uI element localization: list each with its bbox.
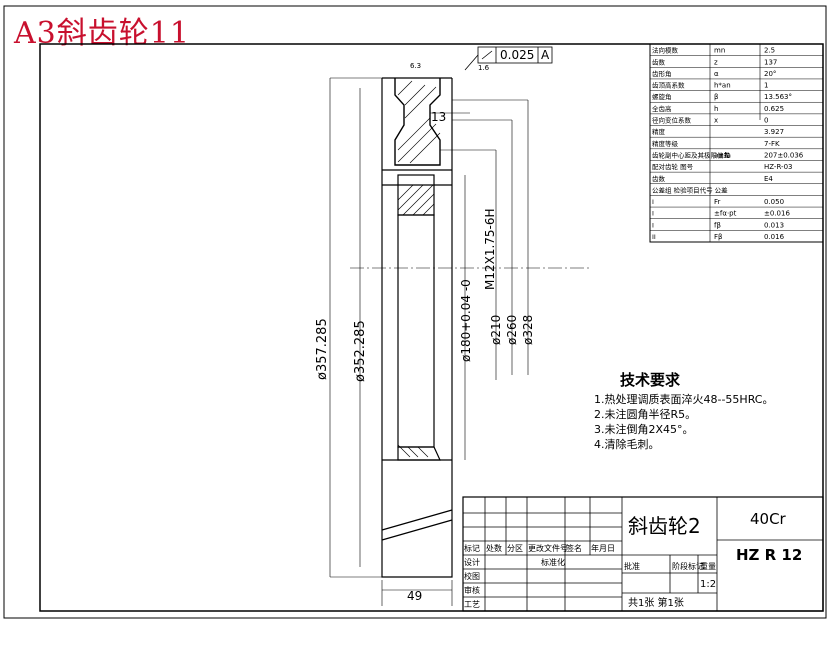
param-name: 齿轮副中心距及其极限偏差	[652, 150, 731, 159]
tolerance-frame	[464, 46, 553, 71]
param-sym: h*an	[714, 82, 731, 90]
title-block-label: 分区	[507, 544, 523, 553]
param-name: 配对齿轮 图号	[652, 162, 694, 171]
param-val: 7-FK	[764, 140, 780, 148]
title-block-label: 校图	[464, 571, 480, 581]
param-sym: α	[714, 70, 719, 78]
dim-thread: M12X1.75-6H	[483, 208, 497, 290]
dim-d2: ø352.285	[353, 320, 368, 382]
tech-item: 2.未注圆角半径R5。	[594, 408, 697, 421]
param-name: I	[652, 221, 654, 229]
param-val: 20°	[764, 70, 776, 78]
title-block-label: 设计	[464, 557, 480, 567]
title-block-labels: 标记处数分区更改文件号签名年月日设计 标准化校图审核工艺 批准 阶段标记重量	[464, 543, 716, 609]
title-block-label: 签名	[566, 543, 582, 553]
drawing-number: HZ R 12	[736, 546, 802, 564]
param-val: E4	[764, 175, 773, 183]
param-name: 法向模数	[652, 46, 679, 55]
title-block-label: 批准	[624, 561, 640, 571]
param-name: 齿顶高系数	[652, 81, 685, 90]
title-block-label: 标记	[464, 543, 480, 553]
dim-d6: ø328	[521, 315, 535, 345]
param-sym: Fr	[714, 198, 721, 206]
param-val: 3.927	[764, 128, 784, 136]
param-val: 137	[764, 58, 777, 66]
param-name: 精度	[652, 127, 666, 136]
dim-d1: ø357.285	[315, 318, 330, 380]
title-block-label: 处数	[486, 543, 502, 553]
section-hatching	[397, 80, 441, 458]
param-sym: a±fa	[714, 151, 731, 159]
param-val: 2.5	[764, 47, 775, 55]
param-val: 13.563°	[764, 93, 792, 101]
param-name: 齿数	[652, 57, 666, 66]
inner-frame	[39, 43, 824, 612]
scale: 1:2	[700, 579, 716, 590]
param-name: I	[652, 198, 654, 206]
title-block-label: 标准化	[541, 557, 565, 567]
title-block-label: 审核	[464, 585, 480, 595]
tech-heading: 技术要求	[620, 371, 681, 389]
gear-section	[381, 77, 453, 578]
material: 40Cr	[750, 510, 787, 528]
param-sym: x	[714, 117, 718, 125]
param-sym: z	[714, 58, 718, 66]
part-name: 斜齿轮2	[628, 514, 701, 538]
tech-item: 4.清除毛刺。	[594, 438, 660, 451]
param-name: 全齿高	[652, 104, 672, 113]
param-val: 1	[764, 82, 768, 90]
param-name: 齿形角	[652, 69, 672, 78]
param-rows: 法向模数 mn 2.5 齿数 z 137 齿形角 α 20° 齿顶高系数 h*an 1 螺旋角 β 13.5…	[650, 46, 823, 243]
param-val: 207±0.036	[764, 151, 804, 159]
param-name: I	[652, 210, 654, 218]
title-block	[462, 496, 824, 612]
param-sym: Fβ	[714, 233, 723, 241]
param-name: 公差组 检验项目代号 公差	[652, 185, 728, 194]
param-val: HZ-R-03	[764, 163, 792, 171]
dimension-lines	[329, 77, 529, 606]
title-block-label: 重量	[700, 561, 716, 571]
tech-item: 3.未注倒角2X45°。	[594, 423, 694, 436]
title-block-label: 阶段标记	[672, 561, 704, 571]
dim-d4: ø210	[489, 315, 503, 345]
technical-requirements: 技术要求 1.热处理调质表面淬火48--55HRC。 2.未注圆角半径R5。 3…	[594, 373, 773, 452]
sheets: 共1张 第1张	[628, 596, 684, 609]
dim-d5: ø260	[505, 315, 519, 345]
param-name: 精度等级	[652, 139, 679, 148]
tolerance-datum: A	[541, 48, 550, 62]
drawing-title: A3斜齿轮11	[14, 16, 190, 51]
param-val: ±0.016	[764, 210, 790, 218]
dim-d3: ø180+0.04 -0	[459, 279, 473, 362]
param-name: II	[652, 233, 656, 241]
roughness-top: 6.3	[410, 62, 421, 70]
param-val: 0	[764, 117, 768, 125]
param-val: 0.013	[764, 221, 784, 229]
title-block-label: 工艺	[464, 600, 480, 609]
param-sym: h	[714, 105, 718, 113]
dim-rim: 13	[431, 110, 446, 124]
param-name: 螺旋角	[652, 92, 672, 101]
param-name: 齿数	[652, 174, 666, 183]
param-sym: fβ	[714, 221, 721, 229]
param-val: 0.016	[764, 233, 785, 241]
param-val: 0.050	[764, 198, 784, 206]
tolerance-value: 0.025	[500, 48, 534, 62]
roughness-mid: 1.6	[478, 64, 490, 72]
param-val: 0.625	[764, 105, 784, 113]
title-block-label: 更改文件号	[528, 543, 568, 553]
title-block-label: 年月日	[591, 543, 615, 553]
outer-frame	[3, 5, 827, 619]
param-name: 径向变位系数	[652, 116, 692, 125]
tech-item: 1.热处理调质表面淬火48--55HRC。	[594, 393, 774, 406]
param-sym: β	[714, 93, 718, 101]
dim-width: 49	[407, 589, 422, 603]
param-sym: mn	[714, 47, 725, 55]
param-sym: ±fα·pt	[714, 210, 737, 218]
